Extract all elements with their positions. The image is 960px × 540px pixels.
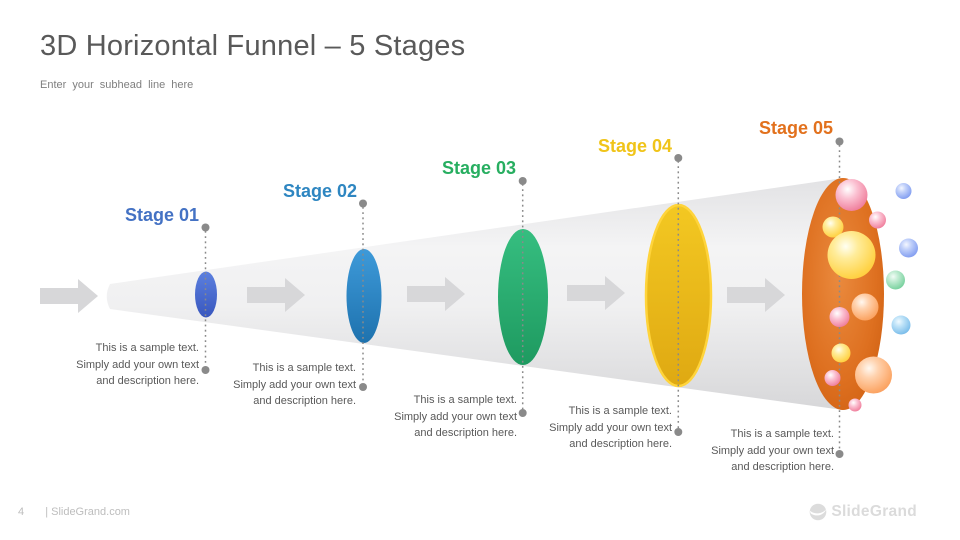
bubble: [835, 179, 868, 211]
connector-dot: [835, 450, 844, 458]
slidegrand-icon: [810, 503, 827, 521]
desc-line: This is a sample text.: [95, 342, 199, 354]
bubble: [829, 307, 850, 327]
bubble: [827, 231, 876, 279]
bubble: [848, 398, 862, 412]
page-title: 3D Horizontal Funnel – 5 Stages: [40, 30, 466, 62]
connector-dot: [518, 409, 527, 417]
footer: 4 | SlideGrand.com: [18, 506, 130, 518]
bubble: [899, 238, 918, 258]
connector-dot: [518, 177, 527, 185]
flow-arrow: [40, 279, 98, 313]
stage-description-1: This is a sample text. Simply add your o…: [21, 340, 199, 390]
bubble: [886, 270, 905, 290]
stage-label-3: Stage 03: [441, 158, 516, 178]
bubble: [831, 343, 851, 363]
desc-line: This is a sample text.: [568, 405, 672, 417]
desc-line: This is a sample text.: [252, 362, 356, 374]
stage-label-5: Stage 05: [758, 118, 833, 138]
connector-dots: [201, 137, 844, 458]
flow-arrow: [407, 277, 465, 311]
bubble: [851, 293, 879, 321]
bubble: [891, 315, 911, 335]
flow-arrow: [567, 276, 625, 310]
desc-line: Simply add your own text: [549, 421, 672, 434]
desc-line: Simply add your own text: [394, 410, 517, 423]
stage-description-3: This is a sample text. Simply add your o…: [339, 392, 517, 442]
desc-line: Simply add your own text: [233, 378, 356, 391]
desc-line: and description here.: [569, 438, 672, 450]
connector-dot: [201, 223, 210, 232]
stage-label-1: Stage 01: [124, 205, 199, 225]
desc-line: and description here.: [731, 461, 834, 473]
stage-label-2: Stage 02: [282, 181, 357, 201]
stage-label-4: Stage 04: [597, 136, 672, 156]
flow-arrows: [40, 276, 785, 313]
desc-line: This is a sample text.: [413, 394, 517, 406]
flow-arrow: [247, 278, 305, 312]
bubble: [895, 183, 912, 199]
bubble: [869, 211, 886, 229]
bubble: [822, 216, 844, 238]
desc-line: and description here.: [96, 375, 199, 387]
bubble: [824, 370, 841, 386]
brand-logo: SlideGrand: [809, 503, 917, 521]
desc-line: and description here.: [414, 427, 517, 439]
stage-ellipse-3: [498, 229, 548, 365]
stage-ellipse-2: [346, 249, 382, 343]
page-subtitle: Enter your subhead line here: [40, 79, 194, 91]
bubble: [855, 356, 892, 394]
brand-name: SlideGrand: [831, 503, 917, 520]
connector-dot: [201, 366, 210, 374]
page-number: 4: [18, 506, 25, 518]
desc-line: Simply add your own text: [711, 444, 834, 457]
stage-description-4: This is a sample text. Simply add your o…: [494, 403, 672, 453]
connector-dot: [674, 428, 683, 436]
funnel-bubbles: [822, 179, 918, 412]
stage-description-5: This is a sample text. Simply add your o…: [656, 426, 834, 476]
stage-connectors: [204, 145, 841, 450]
stage-description-2: This is a sample text. Simply add your o…: [178, 360, 356, 410]
flow-arrow: [727, 278, 785, 312]
desc-line: Simply add your own text: [76, 358, 199, 371]
connector-dot: [835, 137, 844, 146]
connector-dot: [359, 199, 367, 208]
desc-line: This is a sample text.: [730, 428, 834, 440]
connector-dot: [674, 154, 683, 162]
desc-line: and description here.: [253, 395, 356, 407]
footer-site-label: | SlideGrand.com: [45, 506, 130, 518]
connector-dot: [359, 383, 367, 391]
